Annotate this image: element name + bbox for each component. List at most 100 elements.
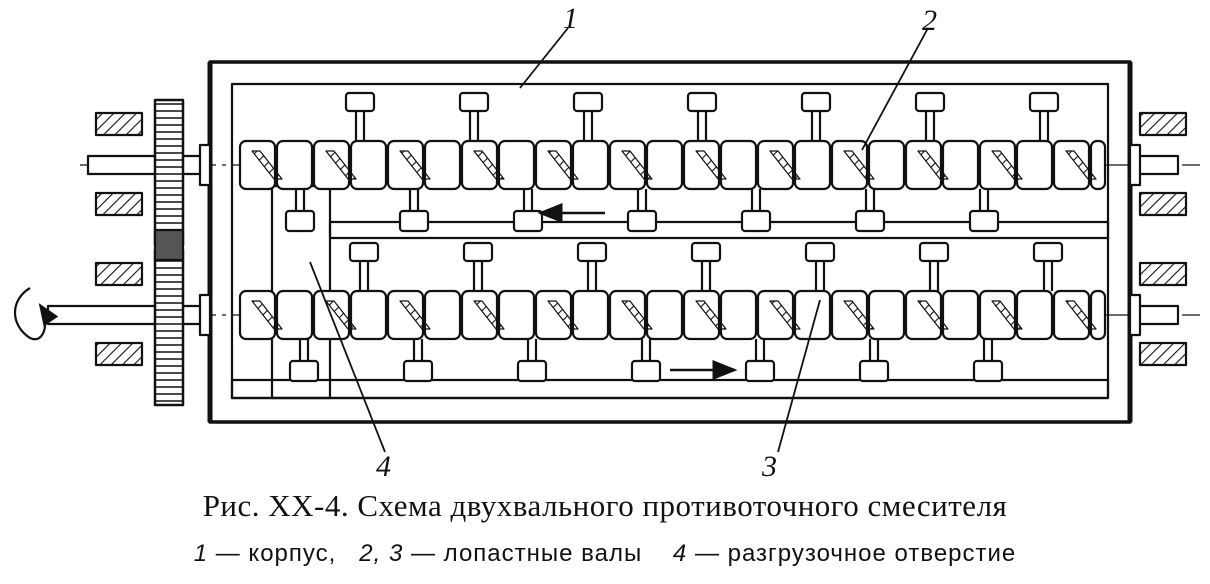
bearing bbox=[1138, 191, 1188, 217]
shaft-hub bbox=[1015, 139, 1054, 191]
shaft-hub bbox=[238, 289, 277, 341]
shaft-blade bbox=[251, 150, 283, 180]
figure-legend: 1 — корпус, 2, 3 — лопастные валы 4 — ра… bbox=[0, 540, 1210, 568]
paddle-head bbox=[686, 91, 718, 113]
shaft-hub bbox=[830, 139, 869, 191]
shaft-blade bbox=[547, 300, 579, 330]
shaft-blade bbox=[1065, 150, 1097, 180]
legend-num-2: 2, 3 bbox=[359, 540, 404, 567]
paddle-head bbox=[626, 209, 658, 233]
gear bbox=[153, 98, 185, 247]
shaft-hub bbox=[867, 139, 906, 191]
paddle-head bbox=[458, 91, 490, 113]
shaft-blade bbox=[695, 150, 727, 180]
shaft-hub bbox=[978, 139, 1017, 191]
paddle-head bbox=[344, 91, 376, 113]
paddle-head bbox=[854, 209, 886, 233]
bearing bbox=[94, 191, 144, 217]
shaft-hub bbox=[719, 139, 758, 191]
paddle-head bbox=[398, 209, 430, 233]
shaft-blade bbox=[325, 300, 357, 330]
shaft-hub bbox=[386, 289, 425, 341]
paddle-head bbox=[572, 91, 604, 113]
shaft-blade bbox=[843, 150, 875, 180]
paddle-head bbox=[740, 209, 772, 233]
shaft-hub bbox=[756, 289, 795, 341]
seal-left bbox=[198, 293, 212, 337]
shaft-hub bbox=[460, 139, 499, 191]
label-3: 3 bbox=[761, 450, 777, 480]
shaft-hub bbox=[571, 139, 610, 191]
shaft-hub bbox=[941, 289, 980, 341]
paddle-head bbox=[918, 241, 950, 263]
paddle-head bbox=[744, 359, 776, 383]
paddle-head bbox=[348, 241, 380, 263]
paddle-head bbox=[288, 359, 320, 383]
shaft-hub bbox=[497, 289, 536, 341]
seal-right bbox=[1128, 143, 1142, 187]
legend-text-2: — лопастные валы bbox=[411, 540, 643, 567]
shaft-hub bbox=[904, 289, 943, 341]
seal-left bbox=[198, 143, 212, 187]
shaft-hub bbox=[349, 289, 388, 341]
shaft-blade bbox=[251, 300, 283, 330]
bearing bbox=[1138, 111, 1188, 137]
leader-1 bbox=[519, 27, 569, 89]
shaft-hub bbox=[571, 289, 610, 341]
shaft-hub bbox=[534, 139, 573, 191]
shaft-hub bbox=[534, 289, 573, 341]
gear bbox=[153, 248, 185, 407]
label-2: 2 bbox=[922, 4, 937, 37]
shaft-hub bbox=[497, 139, 536, 191]
shaft-hub bbox=[793, 139, 832, 191]
shaft-blade bbox=[991, 150, 1023, 180]
shaft-hub bbox=[312, 139, 351, 191]
shaft-blade bbox=[843, 300, 875, 330]
shaft-hub bbox=[349, 139, 388, 191]
shaft-blade bbox=[399, 300, 431, 330]
shaft-blade bbox=[547, 150, 579, 180]
paddle-head bbox=[284, 209, 316, 233]
shaft-hub bbox=[978, 289, 1017, 341]
bearing bbox=[94, 341, 144, 367]
shaft-hub bbox=[645, 289, 684, 341]
shaft-blade bbox=[991, 300, 1023, 330]
paddle-head bbox=[576, 241, 608, 263]
shaft-blade bbox=[473, 300, 505, 330]
shaft-hub bbox=[645, 139, 684, 191]
leader-4 bbox=[309, 261, 386, 453]
shaft-hub bbox=[793, 289, 832, 341]
shaft-hub bbox=[608, 289, 647, 341]
shaft-hub bbox=[1089, 289, 1107, 341]
shaft-blade bbox=[621, 300, 653, 330]
paddle-head bbox=[1032, 241, 1064, 263]
legend-num-3: 4 bbox=[672, 540, 688, 567]
shaft-hub bbox=[1015, 289, 1054, 341]
legend-text-3: — разгрузочное отверстие bbox=[694, 540, 1017, 567]
shaft-blade bbox=[917, 300, 949, 330]
paddle-head bbox=[462, 241, 494, 263]
bearing bbox=[1138, 261, 1188, 287]
paddle-head bbox=[512, 209, 544, 233]
shaft-blade bbox=[769, 150, 801, 180]
paddle-head bbox=[402, 359, 434, 383]
shaft-hub bbox=[1052, 289, 1091, 341]
shaft-hub bbox=[941, 139, 980, 191]
figure-caption: Рис. XX-4. Схема двухвального противоточ… bbox=[202, 488, 1008, 523]
bottom-channel bbox=[230, 378, 1110, 400]
shaft-stub-left bbox=[86, 154, 212, 176]
bearing bbox=[1138, 341, 1188, 367]
label-4: 4 bbox=[376, 450, 391, 480]
shaft-hub bbox=[1089, 139, 1107, 191]
shaft-hub bbox=[238, 139, 277, 191]
gear-mesh bbox=[153, 228, 185, 262]
mixer-diagram: 1 2 3 4 bbox=[14, 2, 1200, 480]
shaft-stub-left bbox=[46, 304, 212, 326]
shaft-hub bbox=[275, 289, 314, 341]
paddle-head bbox=[914, 91, 946, 113]
paddle-head bbox=[630, 359, 662, 383]
shaft-hub bbox=[904, 139, 943, 191]
shaft-blade bbox=[473, 150, 505, 180]
paddle-head bbox=[690, 241, 722, 263]
shaft-blade bbox=[917, 150, 949, 180]
